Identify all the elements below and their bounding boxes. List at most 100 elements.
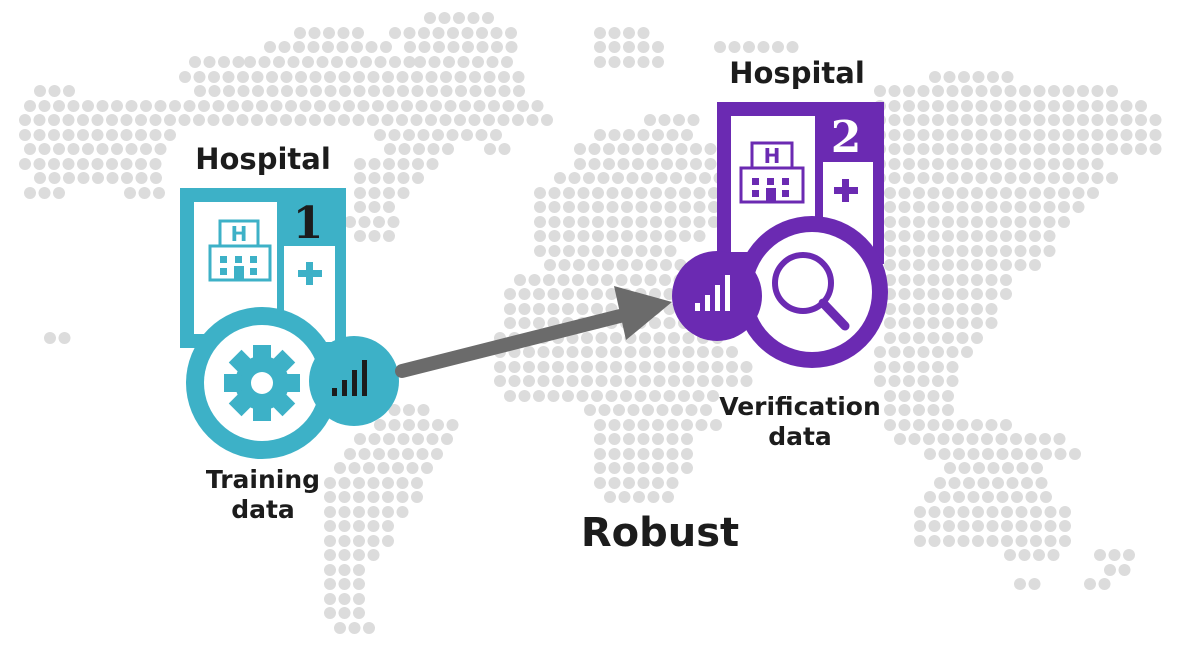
map-dot	[956, 201, 969, 213]
hospital-1-caption: Training data	[178, 465, 348, 525]
map-dot	[322, 41, 334, 53]
map-dot	[990, 143, 1002, 155]
map-dot	[411, 491, 423, 503]
map-dot	[92, 172, 104, 184]
map-dot	[903, 114, 915, 126]
map-dot	[1039, 433, 1051, 445]
map-dot	[207, 114, 220, 126]
map-dot	[938, 491, 951, 503]
map-dot	[411, 477, 423, 489]
map-dot	[1011, 448, 1023, 460]
map-dot	[932, 158, 944, 170]
map-dot	[924, 491, 936, 503]
map-dot	[898, 274, 911, 286]
map-dot	[336, 41, 349, 53]
map-dot	[426, 85, 438, 97]
map-dot	[592, 187, 604, 199]
map-dot	[961, 158, 973, 170]
map-dot	[354, 158, 366, 170]
map-dot	[1098, 578, 1111, 590]
map-dot	[353, 578, 365, 590]
map-dot	[38, 143, 51, 155]
map-dot	[441, 433, 453, 445]
map-dot	[927, 230, 940, 242]
map-dot	[1035, 477, 1048, 489]
map-dot	[169, 100, 181, 112]
map-dot	[125, 100, 138, 112]
map-dot	[943, 506, 955, 518]
map-dot	[357, 100, 370, 112]
map-dot	[637, 433, 650, 445]
map-dot	[432, 129, 444, 141]
map-dot	[630, 274, 642, 286]
map-dot	[1062, 158, 1075, 170]
map-dot	[913, 332, 925, 344]
map-dot	[603, 158, 615, 170]
map-dot	[932, 346, 944, 358]
map-dot	[971, 317, 983, 329]
map-dot	[1048, 143, 1060, 155]
map-dot	[664, 201, 677, 213]
map-dot	[543, 274, 555, 286]
map-dot	[548, 230, 561, 242]
map-dot	[96, 100, 109, 112]
map-dot	[1048, 85, 1060, 97]
map-dot	[726, 361, 738, 373]
map-dot	[1077, 85, 1089, 97]
map-dot	[396, 506, 409, 518]
map-dot	[679, 230, 691, 242]
map-dot	[646, 143, 659, 155]
map-dot	[401, 100, 413, 112]
map-dot	[514, 274, 526, 286]
map-dot	[294, 114, 307, 126]
map-dot	[946, 361, 959, 373]
map-dot	[382, 71, 394, 83]
map-dot	[1030, 535, 1042, 547]
map-dot	[956, 303, 969, 315]
map-dot	[417, 129, 430, 141]
map-dot	[418, 41, 431, 53]
map-dot	[1033, 172, 1046, 184]
map-dot	[307, 41, 320, 53]
map-dot	[620, 390, 632, 402]
map-dot	[1033, 129, 1046, 141]
map-dot	[884, 419, 896, 431]
map-dot	[985, 419, 998, 431]
map-dot	[534, 216, 546, 228]
map-dot	[484, 143, 496, 155]
map-dot	[942, 245, 954, 257]
map-dot	[1002, 462, 1014, 474]
map-dot	[348, 462, 361, 474]
map-dot	[608, 56, 621, 68]
map-dot	[623, 419, 635, 431]
map-dot	[563, 230, 575, 242]
map-dot	[1029, 201, 1041, 213]
map-dot	[1135, 114, 1147, 126]
map-dot	[1106, 129, 1118, 141]
map-dot	[898, 245, 911, 257]
map-dot	[111, 143, 123, 155]
map-dot	[1001, 520, 1013, 532]
map-dot	[693, 230, 706, 242]
map-dot	[222, 71, 235, 83]
map-dot	[1048, 172, 1060, 184]
map-dot	[903, 158, 915, 170]
map-dot	[1149, 129, 1162, 141]
map-dot	[1004, 129, 1017, 141]
hospital-2-number: 2	[830, 112, 862, 163]
map-dot	[48, 114, 60, 126]
map-dot	[498, 143, 511, 155]
map-dot	[562, 390, 574, 402]
map-dot	[644, 114, 656, 126]
map-dot	[338, 535, 351, 547]
map-dot	[424, 12, 436, 24]
map-dot	[1029, 216, 1041, 228]
map-dot	[353, 520, 365, 532]
map-dot	[309, 71, 322, 83]
map-dot	[1094, 549, 1106, 561]
map-dot	[898, 288, 911, 300]
map-dot	[679, 187, 691, 199]
map-dot	[1015, 520, 1028, 532]
map-dot	[639, 332, 651, 344]
